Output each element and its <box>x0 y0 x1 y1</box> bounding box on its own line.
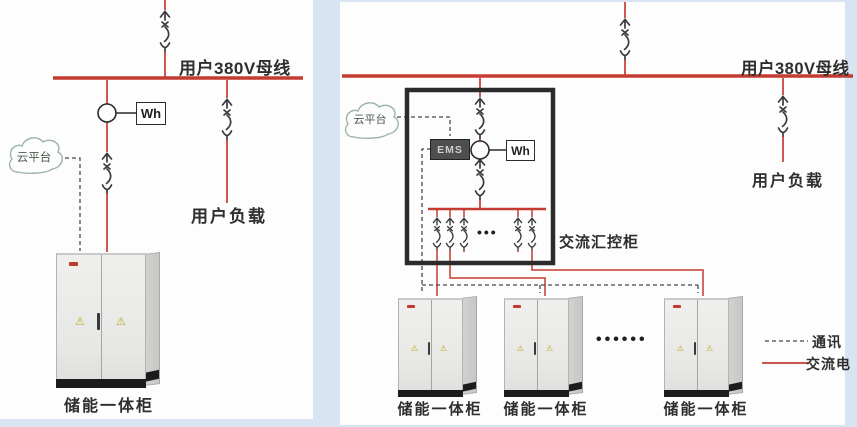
warning-icon: ⚠ <box>677 344 685 353</box>
left-busbar-label: 用户380V母线 <box>179 59 291 78</box>
brand-logo <box>69 262 78 266</box>
cabinet-door-gap <box>430 300 432 396</box>
cabinet-front-face: ⚠ ⚠ <box>664 298 729 397</box>
left-cloud-label: 云平台 <box>16 152 52 164</box>
warning-icon: ⚠ <box>411 344 419 353</box>
warning-icon: ⚠ <box>440 344 448 353</box>
cabinet-base <box>664 390 729 397</box>
warning-icon: ⚠ <box>517 344 525 353</box>
cabinet-handle <box>97 313 100 330</box>
brand-logo <box>673 305 681 308</box>
warning-icon: ⚠ <box>116 316 126 328</box>
legend-ac-label: 交流电 <box>806 356 851 372</box>
brand-logo <box>513 305 521 308</box>
warning-icon: ⚠ <box>706 344 714 353</box>
right-load-label: 用户负载 <box>752 173 825 190</box>
cabinet-door-gap <box>536 300 538 396</box>
right-cloud-label: 云平台 <box>353 114 387 126</box>
cabinet-side-face <box>144 252 160 386</box>
left-energy-meter-box: Wh <box>136 102 166 125</box>
cabinet-base <box>398 390 463 397</box>
ems-box: EMS <box>430 139 470 160</box>
brand-logo <box>407 305 415 308</box>
cabinet-front-face: ⚠ ⚠ <box>398 298 463 397</box>
cabinet-side-face <box>567 296 583 395</box>
cabinet-handle <box>693 342 696 355</box>
right-energy-meter-box: Wh <box>506 140 535 161</box>
storage-cabinet: ⚠ ⚠ <box>56 251 160 391</box>
warning-icon: ⚠ <box>546 344 554 353</box>
cabinet-label: 储能一体柜 <box>397 401 483 418</box>
ac-combiner-box-label: 交流汇控柜 <box>559 234 640 251</box>
cabinet-ellipsis-dots: •••••• <box>596 331 648 348</box>
storage-cabinet: ⚠ ⚠ <box>664 296 744 398</box>
cabinet-side-face <box>727 296 743 395</box>
left-load-label: 用户负载 <box>191 207 267 226</box>
cabinet-base <box>504 390 569 397</box>
cabinet-label: 储能一体柜 <box>503 401 589 418</box>
storage-cabinet: ⚠ ⚠ <box>504 296 584 398</box>
left-cabinet-label: 储能一体柜 <box>63 398 154 415</box>
cabinet-side-face <box>461 296 477 395</box>
cabinet-label: 储能一体柜 <box>663 401 749 418</box>
cabinet-base <box>56 379 146 388</box>
right-busbar-label: 用户380V母线 <box>741 60 850 78</box>
storage-cabinet: ⚠ ⚠ <box>398 296 478 398</box>
cabinet-door-gap <box>696 300 698 396</box>
cabinet-handle <box>533 342 536 355</box>
cabinet-door-gap <box>101 255 102 387</box>
branch-ellipsis-dots: ••• <box>477 224 498 240</box>
legend-comm-label: 通讯 <box>812 334 842 350</box>
cabinet-front-face: ⚠ ⚠ <box>504 298 569 397</box>
warning-icon: ⚠ <box>75 316 85 328</box>
cabinet-front-face: ⚠ ⚠ <box>56 253 146 388</box>
cabinet-handle <box>427 342 430 355</box>
